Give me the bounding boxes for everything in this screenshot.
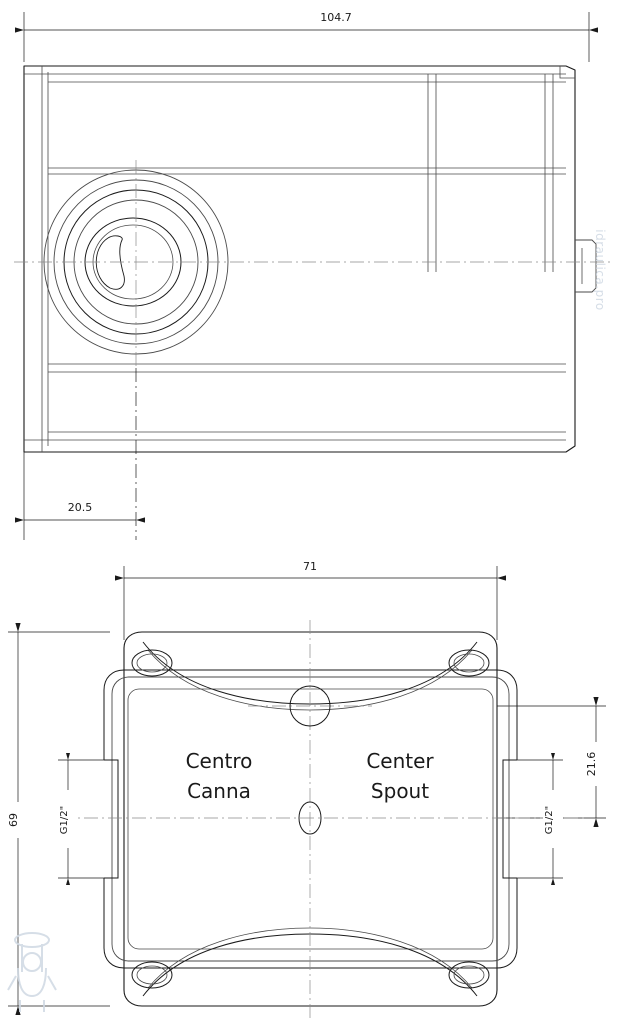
dimension-value-flange-offset: 20.5 — [68, 501, 93, 514]
dimension-overall-width: 71 — [115, 557, 506, 640]
dimension-value-overall-length: 104.7 — [320, 11, 352, 24]
dimension-inlet-thread-left: G1/2" — [58, 753, 104, 885]
watermark: idraulica.pro — [7, 229, 607, 1012]
dimension-value-overall-width: 71 — [303, 560, 317, 573]
body-details-side — [24, 66, 597, 452]
lower-center-hole — [298, 801, 322, 835]
plumber-mascot-icon — [7, 932, 57, 1012]
dimension-spout-offset: 21.6 — [497, 697, 606, 827]
bottom-view-group: 71 69 21.6 — [7, 557, 606, 1018]
mounting-holes — [131, 649, 490, 989]
dimension-overall-length: 104.7 — [15, 8, 598, 62]
dimension-value-overall-height: 69 — [7, 813, 20, 827]
plan-view-labels: Centro Canna Center Spout — [186, 749, 435, 803]
dimension-value-inlet-thread-right: G1/2" — [544, 806, 555, 834]
spout-center-circle — [289, 685, 331, 727]
center-lines-top-view — [14, 160, 610, 368]
label-center-spout-line1: Center — [366, 749, 434, 773]
dimension-value-spout-offset: 21.6 — [585, 752, 598, 777]
body-outline-side — [23, 65, 576, 453]
dimension-flange-offset: 20.5 — [15, 368, 145, 540]
center-lines-plan-view — [60, 620, 586, 1018]
top-view-group: 104.7 — [14, 8, 610, 540]
dimension-value-inlet-thread-left: G1/2" — [59, 806, 70, 834]
watermark-text: idraulica.pro — [593, 229, 607, 310]
label-center-spout-line2: Spout — [371, 779, 429, 803]
label-centro-canna-line2: Canna — [187, 779, 251, 803]
body-details-plan — [102, 641, 519, 997]
body-outline-plan — [123, 631, 498, 1007]
dimension-inlet-thread-right: G1/2" — [517, 753, 563, 885]
label-centro-canna-line1: Centro — [186, 749, 253, 773]
